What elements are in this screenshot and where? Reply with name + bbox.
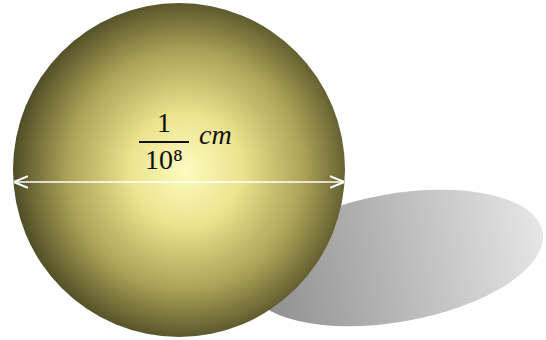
fraction-bar <box>139 141 189 143</box>
numerator: 1 <box>157 108 171 137</box>
sphere-body <box>13 3 345 337</box>
fraction: 110⁸ <box>139 108 189 174</box>
sphere: 110⁸cm <box>12 2 346 338</box>
unit-label: cm <box>199 120 232 149</box>
diameter-arrow <box>15 181 343 183</box>
denominator: 10⁸ <box>145 145 183 174</box>
